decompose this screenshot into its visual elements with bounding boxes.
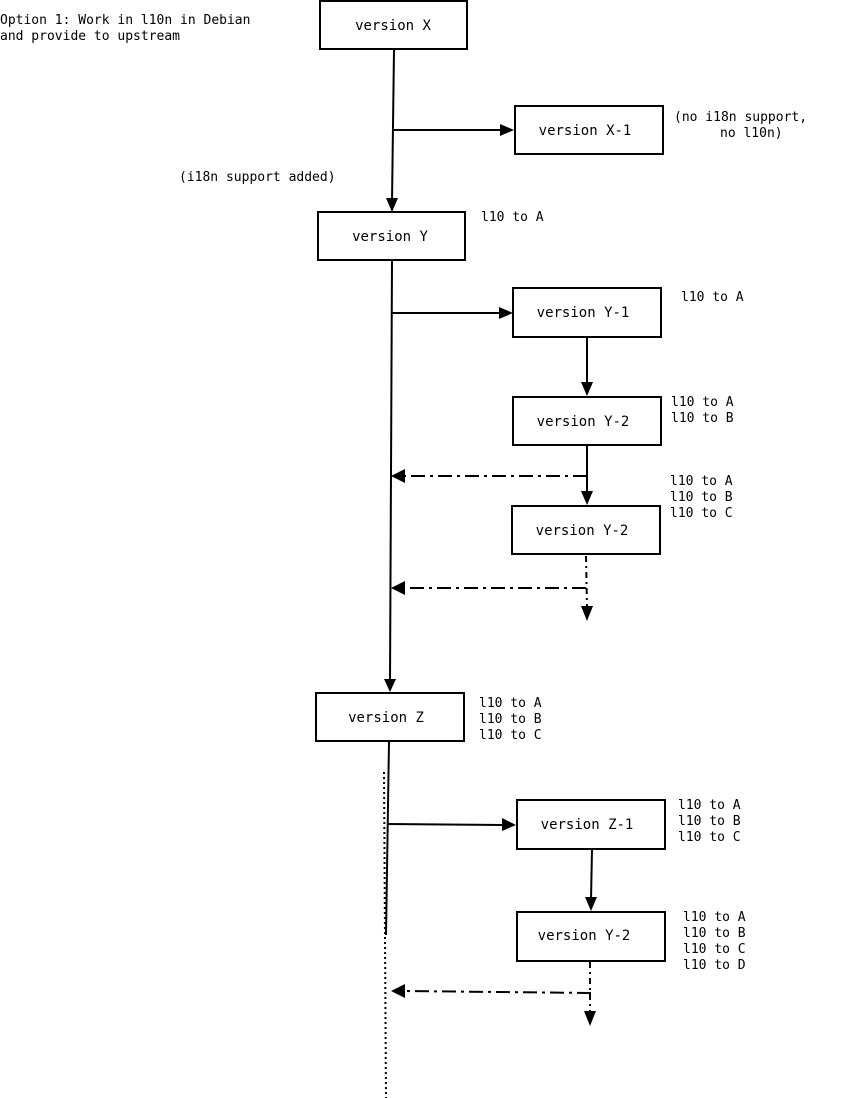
node-version-y-2-first: version Y-2 (512, 396, 662, 446)
note-y2b-line-1: l10 to A (670, 474, 733, 489)
note-y-line-1: l10 to A (481, 210, 544, 225)
trunk-z-solid (385, 740, 390, 936)
node-label: version Y-2 (537, 414, 630, 430)
node-label: version X-1 (539, 123, 632, 139)
node-label: version Y-2 (538, 928, 631, 944)
arrowhead-merge-3 (391, 984, 405, 998)
node-version-y: version Y (317, 211, 466, 261)
edge-label-i18n-added: (i18n support added) (179, 170, 336, 185)
node-version-y-1: version Y-1 (512, 287, 662, 338)
arrowhead-z (384, 679, 396, 692)
merge-y2c-to-trunk (403, 990, 592, 994)
node-label: version Z (348, 710, 424, 726)
arrowhead-merge-1 (391, 469, 405, 483)
note-z-line-3: l10 to C (479, 728, 542, 743)
node-label: version Y (352, 229, 428, 245)
note-y2a-line-2: l10 to B (671, 411, 734, 426)
note-z-line-1: l10 to A (479, 696, 542, 711)
arrowhead-y (386, 198, 398, 212)
node-version-z: version Z (315, 692, 465, 742)
node-label: version Y-2 (536, 523, 629, 539)
note-y2c-line-2: l10 to B (683, 926, 746, 941)
node-version-z-1: version Z-1 (516, 799, 666, 850)
node-version-x: version X (319, 0, 468, 50)
arrowhead-z1 (502, 818, 516, 831)
caption-line-1: Option 1: Work in l10n in Debian (0, 13, 250, 28)
arrowhead-y1 (499, 307, 513, 319)
node-label: version X (355, 18, 431, 34)
branch-z-to-z1 (387, 823, 504, 826)
note-z1-line-2: l10 to B (678, 814, 741, 829)
node-version-x-1: version X-1 (514, 105, 664, 155)
trunk-z-dotted (383, 771, 387, 1098)
note-y2c-line-1: l10 to A (683, 910, 746, 925)
arrowhead-merge-2 (391, 581, 405, 595)
trunk-y-to-z (389, 260, 393, 683)
arrowhead-x1 (500, 124, 514, 136)
arrowhead-y2c (585, 897, 597, 911)
note-y2c-line-3: l10 to C (683, 942, 746, 957)
trunk-x-to-y (391, 49, 395, 203)
edge-z1-to-y2c (590, 848, 593, 901)
note-z1-line-1: l10 to A (678, 798, 741, 813)
note-y2b-line-2: l10 to B (670, 490, 733, 505)
caption-line-2: and provide to upstream (0, 29, 180, 44)
node-label: version Z-1 (541, 817, 634, 833)
node-version-y-2-third: version Y-2 (516, 911, 666, 962)
note-y1-line-1: l10 to A (681, 290, 744, 305)
note-y2a-line-1: l10 to A (671, 395, 734, 410)
arrowhead-continue-y2b (581, 606, 593, 621)
note-y2c-line-4: l10 to D (683, 958, 746, 973)
note-z1-line-3: l10 to C (678, 830, 741, 845)
note-z-line-2: l10 to B (479, 712, 542, 727)
continue-y2b (585, 555, 588, 609)
arrowhead-continue-y2c (584, 1011, 596, 1026)
node-version-y-2-second: version Y-2 (511, 505, 661, 555)
note-x1-line-2: no l10n) (720, 126, 783, 141)
note-x1-line-1: (no i18n support, (674, 110, 807, 125)
node-label: version Y-1 (537, 305, 630, 321)
arrowhead-y2a (581, 382, 593, 396)
note-y2b-line-3: l10 to C (670, 506, 733, 521)
arrowhead-y2b (581, 491, 593, 505)
